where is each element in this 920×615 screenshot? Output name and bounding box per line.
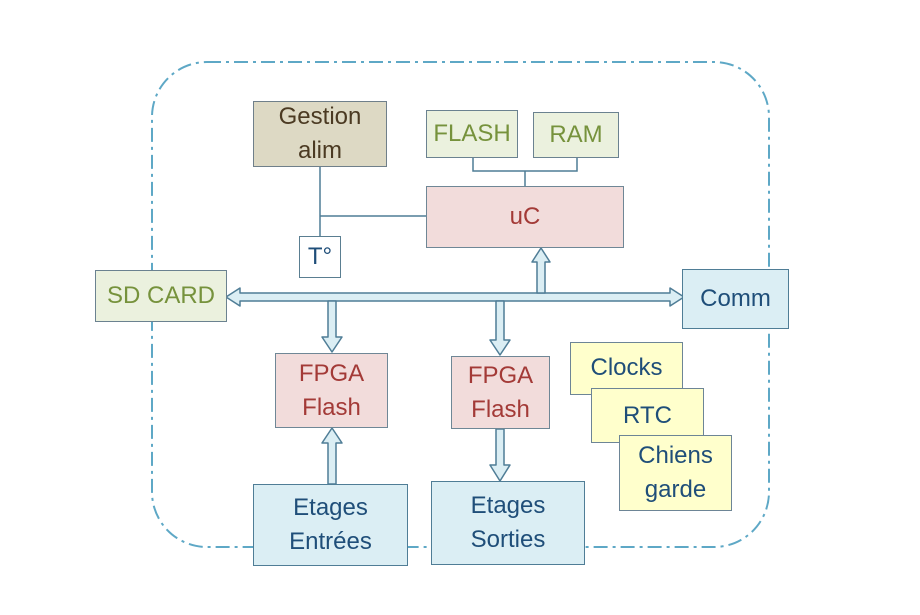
gestion-alim-line1: Gestion (278, 103, 362, 130)
clocks-label: Clocks (590, 354, 663, 381)
etages-entrees-line1: Etages (293, 494, 368, 521)
rtc-label: RTC (623, 402, 672, 429)
ram-label: RAM (549, 121, 603, 148)
rtc-block: RTC (591, 388, 704, 443)
bus-to-uc-arrow (531, 247, 551, 294)
main-bus (225, 287, 685, 307)
comm-label: Comm (700, 285, 771, 312)
chiens-garde-line2: garde (644, 476, 707, 503)
etages-entrees-block: Etages Entrées (253, 484, 408, 566)
flash-label: FLASH (433, 120, 511, 147)
bus-to-fpga-out-arrow (489, 300, 511, 356)
ram-block: RAM (533, 112, 619, 158)
sd-card-block: SD CARD (95, 270, 227, 322)
flash-block: FLASH (426, 110, 518, 158)
fpga-out-line1: FPGA (467, 361, 534, 389)
uc-label: uC (509, 203, 541, 230)
power-link (319, 167, 426, 236)
fpga-flash-inputs-block: FPGA Flash (275, 353, 388, 428)
fpga-in-line2: Flash (302, 393, 361, 421)
temperature-block: T° (299, 236, 341, 278)
bus-to-fpga-in-arrow (321, 300, 343, 353)
memory-link (472, 158, 578, 186)
temperature-label: T° (307, 243, 333, 270)
comm-block: Comm (682, 269, 789, 329)
uc-block: uC (426, 186, 624, 248)
etages-entrees-line2: Entrées (289, 528, 372, 555)
fpga-out-line2: Flash (471, 395, 530, 423)
fpga-to-outputs-arrow (489, 428, 511, 482)
clocks-block: Clocks (570, 342, 683, 395)
fpga-in-line1: FPGA (298, 359, 365, 387)
chiens-garde-block: Chiens garde (619, 435, 732, 511)
etages-sorties-line2: Sorties (470, 526, 546, 553)
sd-card-label: SD CARD (106, 282, 215, 309)
chiens-garde-line1: Chiens (638, 442, 713, 469)
gestion-alim-line2: alim (297, 137, 342, 164)
etages-sorties-line1: Etages (470, 492, 546, 519)
gestion-alim-block: Gestion alim (253, 101, 387, 167)
etages-sorties-block: Etages Sorties (431, 481, 585, 565)
inputs-to-fpga-arrow (321, 427, 343, 485)
fpga-flash-outputs-block: FPGA Flash (451, 356, 550, 429)
